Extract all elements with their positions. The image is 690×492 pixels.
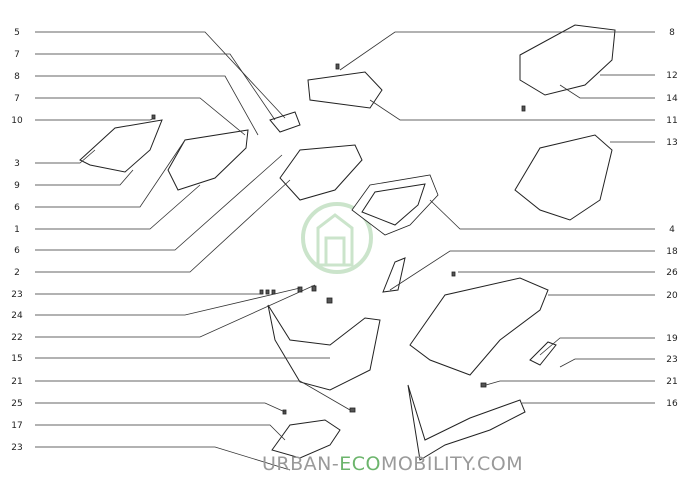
callout-label: 9 — [14, 181, 20, 191]
left-labels: 5 7 8 7 10 3 9 6 1 6 2 23 24 22 15 21 25… — [11, 28, 23, 453]
callout-label: 21 — [666, 377, 677, 387]
part-13-tray — [514, 134, 613, 221]
part-17-bottom — [271, 419, 341, 459]
callout-label: 14 — [666, 94, 678, 104]
callout-label: 19 — [666, 334, 678, 344]
part-4-inner — [361, 183, 426, 226]
callout-label: 7 — [14, 94, 20, 104]
callout-label: 24 — [11, 311, 23, 321]
part-5-bracket — [269, 111, 301, 133]
callout-label: 6 — [14, 246, 20, 256]
callout-label: 6 — [14, 203, 20, 213]
callout-label: 10 — [11, 116, 23, 126]
callout-label: 18 — [666, 247, 678, 257]
callout-label: 15 — [11, 354, 22, 364]
part-12-rack — [519, 24, 616, 96]
callout-label: 26 — [666, 268, 678, 278]
right-labels: 8 12 14 11 13 4 18 26 20 19 23 21 16 — [666, 28, 678, 409]
callout-label: 4 — [669, 225, 675, 235]
callout-label: 17 — [11, 421, 22, 431]
callout-label: 25 — [11, 399, 22, 409]
right-leader-lines — [339, 31, 655, 404]
part-11-cover — [307, 71, 383, 109]
part-18-small-piece — [382, 257, 406, 293]
callout-label: 23 — [666, 355, 677, 365]
callout-label: 1 — [14, 225, 20, 235]
left-leader-lines — [35, 31, 351, 471]
callout-label: 22 — [11, 333, 22, 343]
part-15-lower-cover — [267, 304, 381, 391]
part-1-side-cover — [167, 129, 249, 191]
callout-label: 21 — [11, 377, 22, 387]
callout-label: 16 — [666, 399, 678, 409]
watermark-logo — [301, 202, 373, 274]
callout-label: 23 — [11, 290, 22, 300]
part-2-front-panel — [279, 144, 363, 201]
part-16-lower-cover — [407, 384, 526, 461]
callout-label: 12 — [666, 71, 677, 81]
parts — [79, 24, 616, 461]
callout-label: 23 — [11, 443, 22, 453]
part-3-side-panel — [79, 119, 163, 173]
callout-label: 13 — [666, 138, 677, 148]
part-19-bracket — [529, 341, 557, 366]
part-20-floor — [409, 277, 549, 376]
callout-label: 8 — [669, 28, 675, 38]
callout-label: 20 — [666, 291, 678, 301]
callout-label: 7 — [14, 50, 20, 60]
callout-label: 2 — [14, 268, 20, 278]
callout-label: 11 — [666, 116, 677, 126]
callout-label: 8 — [14, 72, 20, 82]
watermark-text: URBAN-ECOMOBILITY.COM — [262, 453, 523, 475]
callout-label: 5 — [14, 28, 20, 38]
callout-label: 3 — [14, 159, 20, 169]
